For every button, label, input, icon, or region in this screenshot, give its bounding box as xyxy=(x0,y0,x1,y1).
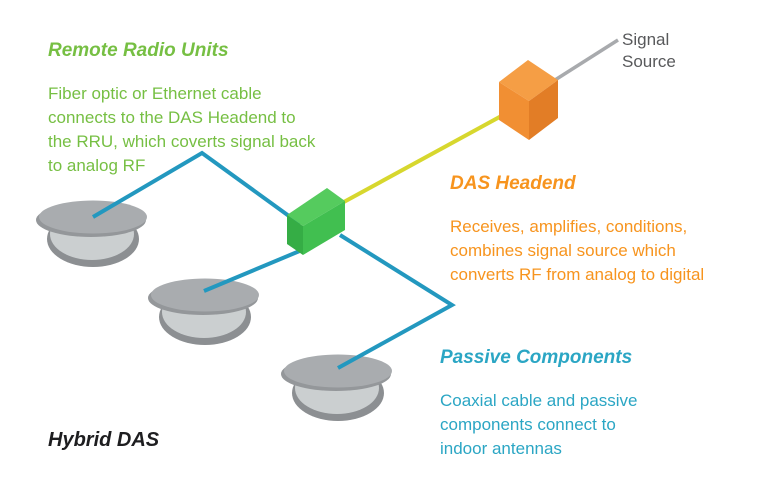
antenna-disc xyxy=(284,354,392,388)
annotation-remote-radio-units: Remote Radio Units Fiber optic or Ethern… xyxy=(48,21,378,196)
coax-line-antenna2 xyxy=(203,248,303,293)
headend-node-right-face xyxy=(529,80,558,140)
signal-source-line xyxy=(554,38,619,82)
rru-node-front-face xyxy=(303,201,345,255)
annotation-title: Remote Radio Units xyxy=(48,40,229,61)
annotation-das-headend: DAS Headend Receives, amplifies, conditi… xyxy=(450,154,750,305)
coax-line-antenna1 xyxy=(91,150,302,226)
indoor-antenna xyxy=(281,354,392,421)
rru-node-top-face xyxy=(287,188,345,226)
signal-source-label: Signal Source xyxy=(622,30,676,71)
diagram-title: Hybrid DAS xyxy=(48,429,160,451)
antenna-disc xyxy=(151,278,259,312)
annotation-body: Fiber optic or Ethernet cable connects t… xyxy=(48,84,316,175)
indoor-antenna xyxy=(36,200,147,267)
remote-radio-unit-node xyxy=(287,188,345,255)
coax-line-antenna3 xyxy=(337,233,456,370)
headend-node-top-face xyxy=(499,60,558,101)
annotation-title: DAS Headend xyxy=(450,173,576,194)
fiber-line xyxy=(341,106,517,205)
annotation-title: Passive Components xyxy=(440,347,633,368)
annotation-body: Coaxial cable and passive components con… xyxy=(440,391,638,458)
indoor-antenna xyxy=(148,278,259,345)
das-headend-node xyxy=(499,60,558,140)
annotation-body: Receives, amplifies, conditions, combine… xyxy=(450,217,705,284)
headend-node-left-face xyxy=(499,82,529,140)
annotation-passive-components: Passive Components Coaxial cable and pas… xyxy=(440,328,740,479)
rru-node-left-face xyxy=(287,215,303,255)
